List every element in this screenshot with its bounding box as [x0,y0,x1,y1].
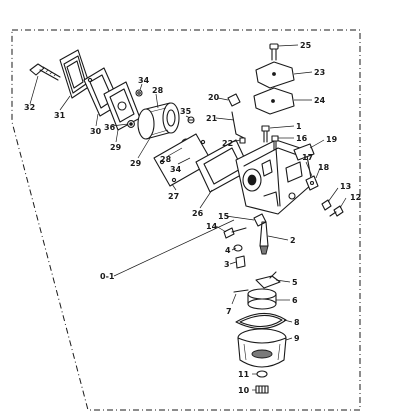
callout-9: 9 [294,334,300,343]
callout-10: 10 [238,386,250,395]
callout-32: 31 [54,111,66,120]
part-29-pump-body [137,102,180,140]
callout-28-upper: 28 [152,86,164,95]
part-6-float [247,288,277,310]
callout-15: 15 [218,212,230,221]
callout-1: 1 [296,122,302,131]
part-19-carburetor-body [235,139,315,215]
part-25-screw [269,43,279,61]
part-9-float-bowl [237,328,287,368]
leader-lines [29,44,347,391]
assembly-reference-label: 0-1 [100,272,115,281]
callout-24: 24 [314,96,326,105]
callout-34-upper: 34 [138,76,150,85]
callout-18: 18 [318,163,330,172]
part-21-clip [231,111,245,139]
callout-31: 30 [90,127,102,136]
part-17-plug [305,175,319,191]
callout-25: 25 [300,41,312,50]
part-12-screw [329,205,344,217]
callout-labels: 32 31 30 29 36 34 28 29 28 34 35 27 26 2… [24,41,361,395]
assembly-boundary [11,29,361,411]
part-8-gasket-ring [235,312,287,330]
part-5-float-arm [255,271,281,289]
callout-5: 5 [292,278,298,287]
part-34-washer-upper [135,89,143,97]
callout-28-lower: 28 [160,155,172,164]
callout-26: 26 [192,209,204,218]
callout-36: 36 [104,123,116,132]
part-16-screw [271,135,279,151]
part-11-washer [256,370,268,378]
callout-27: 27 [168,192,179,201]
callout-35: 35 [180,107,192,116]
callout-22: 22 [222,139,233,148]
callout-12: 12 [350,193,361,202]
callout-23: 23 [314,68,325,77]
part-36-valve [127,120,135,128]
part-15-screw [253,213,267,227]
part-33-screw [29,63,61,81]
callout-17: 17 [302,153,313,162]
part-20-plug [227,93,241,107]
callout-33: 32 [24,103,35,112]
part-1-screw [261,125,270,143]
part-23-plate [255,61,295,89]
callout-16: 16 [296,134,308,143]
callout-7: 7 [226,307,232,316]
callout-8: 8 [294,318,300,327]
part-24-plate [253,87,295,115]
part-2-needle [259,221,269,255]
callout-6: 6 [292,296,298,305]
callout-3: 3 [224,260,230,269]
callout-29: 29 [130,159,142,168]
callout-34-lower: 34 [170,165,182,174]
callout-4: 4 [225,246,231,255]
callout-2: 2 [290,236,296,245]
callout-30: 29 [110,143,122,152]
callout-13: 13 [340,182,351,191]
callout-20: 20 [208,93,220,102]
part-7-pin [233,289,249,293]
callout-11: 11 [238,370,250,379]
part-13-screw [321,199,332,211]
callout-19: 19 [326,135,338,144]
part-3-plug [235,255,246,269]
callout-21: 21 [206,114,218,123]
part-22-screw [239,137,246,144]
part-14-screw [223,227,247,239]
part-32-cover [59,49,91,99]
part-35-screw [187,116,195,124]
callout-14: 14 [206,222,218,231]
part-4-washer [233,244,243,252]
part-10-drain-screw [255,385,269,394]
